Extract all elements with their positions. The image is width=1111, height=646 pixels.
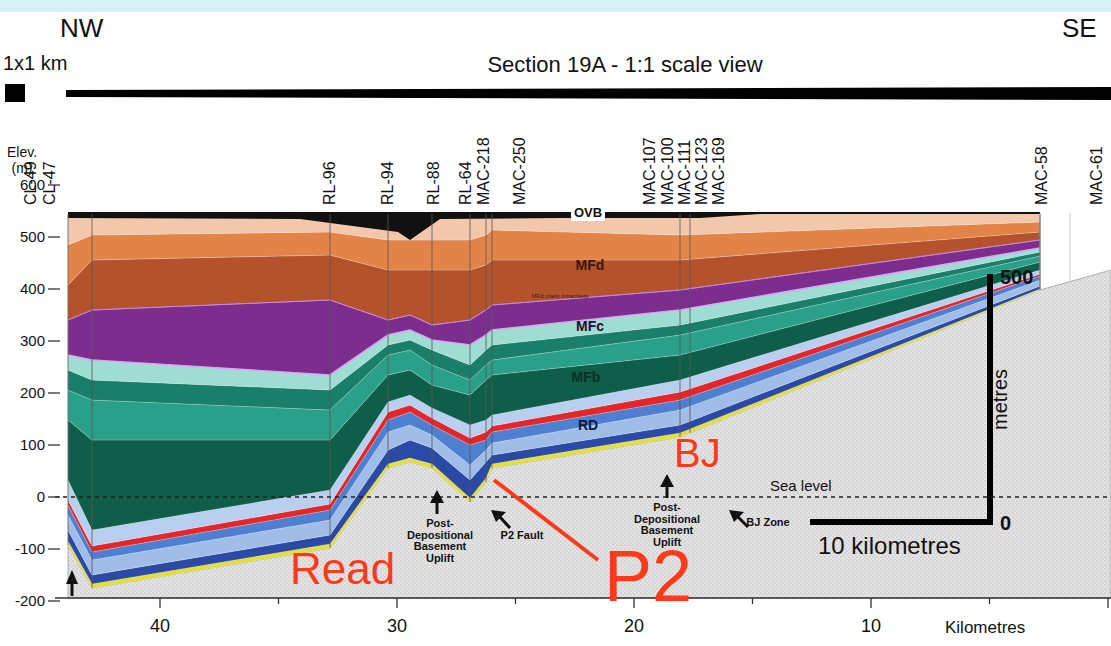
axes xyxy=(48,185,1111,608)
tick-label: 100 xyxy=(20,436,45,453)
callout-label: P2 xyxy=(604,540,692,612)
well-line xyxy=(486,214,487,482)
y-tick xyxy=(48,496,60,497)
well-name: MAC-100 xyxy=(659,137,677,205)
tick-label: 40 xyxy=(150,616,170,637)
annotation: Post-Depositional Basement Uplift xyxy=(404,518,476,564)
unit-label: RD xyxy=(578,417,598,433)
tick-label: 200 xyxy=(20,384,45,401)
well-line xyxy=(388,214,389,468)
section-end xyxy=(1040,213,1041,290)
well-name: RL-88 xyxy=(425,161,443,205)
unit-label: OVB xyxy=(571,206,605,221)
strata xyxy=(68,212,1111,598)
well-name: CL-49 xyxy=(22,161,40,205)
x-tick xyxy=(278,598,279,604)
well-name: MAC-111 xyxy=(676,140,694,205)
well-line xyxy=(1040,214,1041,290)
overburden xyxy=(68,212,1040,240)
y-tick xyxy=(48,392,60,393)
x-tick xyxy=(396,598,397,608)
scale-label: 0 xyxy=(1000,512,1011,535)
well-line xyxy=(680,214,681,437)
y-tick xyxy=(48,548,60,549)
annotation: BJ Zone xyxy=(746,516,789,529)
well-line xyxy=(68,214,69,545)
x-axis xyxy=(55,597,1111,598)
well-name: RL-64 xyxy=(457,161,475,205)
well-name: MAC-169 xyxy=(710,137,728,205)
marker-horizon xyxy=(68,240,1040,325)
y-tick xyxy=(48,444,60,445)
well-name: MAC-250 xyxy=(511,137,529,205)
well-line xyxy=(432,214,433,468)
well-name: RL-94 xyxy=(379,161,397,205)
well-name: MAC-58 xyxy=(1033,146,1051,205)
well-name: MAC-107 xyxy=(641,137,659,205)
callout-label: Read xyxy=(290,547,395,591)
scale-label: 10 kilometres xyxy=(818,532,961,560)
unit-label: MFd xyxy=(576,257,605,273)
well-lines xyxy=(68,214,1040,588)
tick-label: 30 xyxy=(387,616,407,637)
x-tick xyxy=(159,598,160,608)
well-name: CL-47 xyxy=(41,161,59,205)
tick-label: 20 xyxy=(624,616,644,637)
well-name: MAC-123 xyxy=(693,137,711,205)
scale-square xyxy=(5,84,25,102)
well-line xyxy=(690,214,691,433)
well-line xyxy=(492,214,493,468)
scale-label: 500 xyxy=(1000,266,1033,289)
annotation: P2 Fault xyxy=(499,530,545,542)
y-tick xyxy=(48,340,60,341)
stratum-band xyxy=(68,213,1040,245)
unit-label: MFb xyxy=(572,369,601,385)
callout-label: BJ xyxy=(674,430,721,476)
axis-title: Kilometres xyxy=(945,618,1025,638)
x-tick xyxy=(870,598,871,608)
tick-label: 500 xyxy=(20,228,45,245)
y-tick xyxy=(48,236,60,237)
x-tick xyxy=(515,598,516,604)
y-tick xyxy=(48,600,60,601)
scale-label: metres xyxy=(989,369,1012,430)
unit-label: MFc xyxy=(576,318,604,334)
section-end xyxy=(1070,213,1071,282)
tick-label: 400 xyxy=(20,280,45,297)
scale-bar xyxy=(810,274,993,525)
tick-label: 10 xyxy=(861,616,881,637)
well-name: MAC-61 xyxy=(1088,146,1106,205)
well-line xyxy=(92,214,93,588)
x-tick xyxy=(1107,598,1108,608)
well-name: MAC-218 xyxy=(475,137,493,205)
compass-label: NW xyxy=(60,14,103,44)
compass-label: SE xyxy=(1062,14,1097,44)
red-pointer xyxy=(494,480,598,560)
sea-level-line xyxy=(55,496,1111,498)
scale-label: 1x1 km xyxy=(3,52,67,75)
well-name: RL-96 xyxy=(321,161,339,205)
unit-note: MFd marly intraclasts xyxy=(531,293,588,300)
top-strip xyxy=(0,0,1111,12)
section-title: Section 19A - 1:1 scale view xyxy=(487,52,762,77)
tick-label: 0 xyxy=(37,488,45,505)
tick-label: -100 xyxy=(15,540,45,557)
sea-level-label: Sea level xyxy=(770,477,832,494)
tick-label: -200 xyxy=(15,592,45,609)
x-tick xyxy=(752,598,753,604)
well-line xyxy=(470,214,471,502)
section-bar xyxy=(66,87,1111,100)
well-line xyxy=(330,214,331,548)
x-tick xyxy=(989,598,990,604)
marker-horizon xyxy=(68,248,1040,375)
y-tick xyxy=(48,288,60,289)
tick-label: 300 xyxy=(20,332,45,349)
